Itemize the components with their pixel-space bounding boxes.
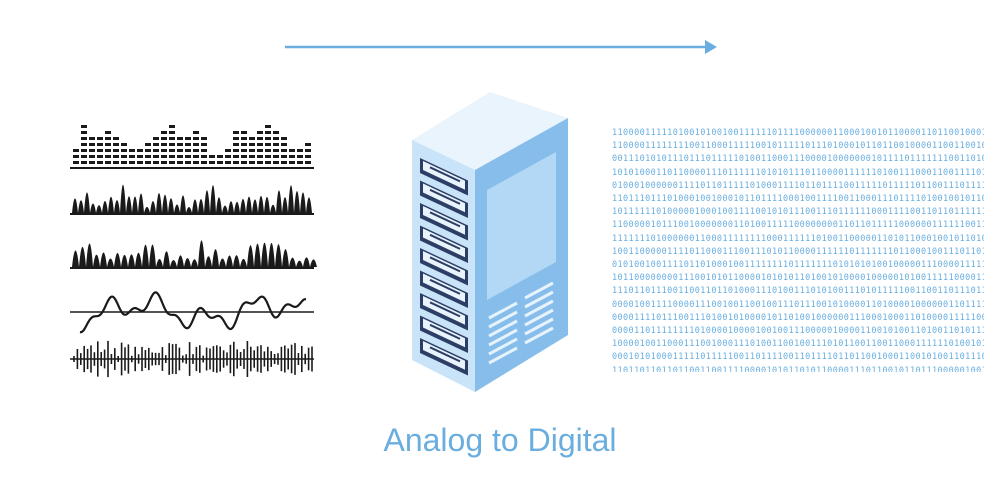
equalizer-wave-icon [70,125,314,169]
side-panel [487,152,556,300]
server-rack-icon [412,92,568,392]
binary-data-icon: 1100001111101001010010011111101111000000… [612,128,984,372]
hill-wave-icon [70,240,317,269]
bar-wave-icon [70,340,314,378]
diagram-caption: Analog to Digital [383,422,617,458]
analog-waveforms [70,125,317,378]
curve-wave-icon [70,291,314,334]
arrow-right-icon [285,40,717,54]
vent-grille [488,281,554,365]
spike-wave-icon [70,184,314,215]
drive-bays [420,158,468,376]
